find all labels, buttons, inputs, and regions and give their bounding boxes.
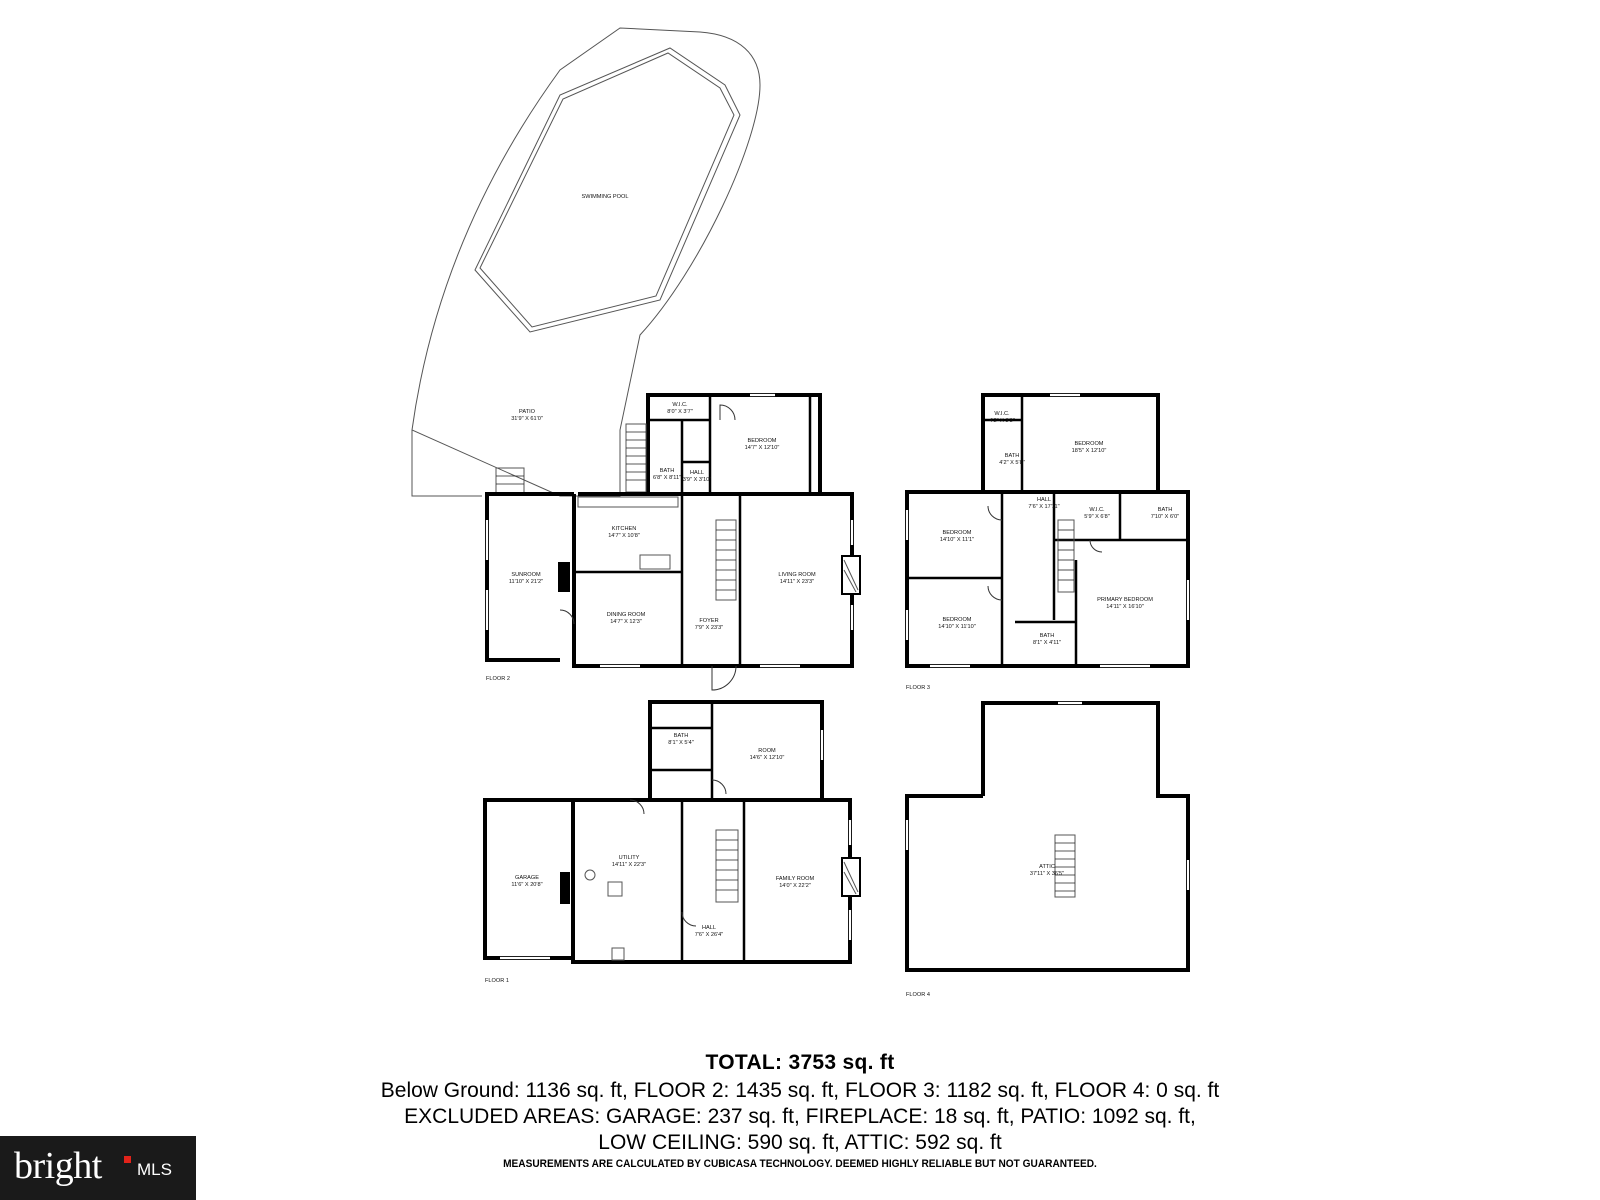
swimming-pool bbox=[474, 47, 741, 333]
room-name-garage: GARAGE bbox=[515, 875, 539, 881]
floor-label-3: FLOOR 3 bbox=[906, 685, 930, 691]
room-name-family-room: FAMILY ROOM bbox=[776, 876, 815, 882]
measurement-disclaimer: MEASUREMENTS ARE CALCULATED BY CUBICASA … bbox=[503, 1158, 1097, 1170]
room-name-sunroom: SUNROOM bbox=[511, 572, 541, 578]
room-dims-family-room: 14'0" X 22'2" bbox=[779, 883, 811, 889]
floor3-stairs bbox=[1057, 519, 1075, 593]
room-name-dining-room: DINING ROOM bbox=[607, 612, 646, 618]
excluded-areas-continued: LOW CEILING: 590 sq. ft, ATTIC: 592 sq. … bbox=[598, 1131, 1002, 1154]
room-name-swimming-pool: SWIMMING POOL bbox=[582, 194, 629, 200]
room-dims-sunroom: 11'10" X 21'2" bbox=[509, 579, 543, 585]
room-name-bedroom-f3b: BEDROOM bbox=[943, 530, 972, 536]
room-dims-bedroom-f3b: 14'10" X 11'1" bbox=[940, 537, 974, 543]
foyer-stairs bbox=[715, 519, 737, 601]
room-dims-bath-f3b: 7'10" X 6'0" bbox=[1151, 514, 1180, 520]
floor3-plan bbox=[905, 393, 1190, 668]
room-dims-dining-room: 14'7" X 12'3" bbox=[610, 619, 642, 625]
room-dims-bedroom-f3c: 14'10" X 11'10" bbox=[938, 624, 975, 630]
room-dims-patio: 31'9" X 61'0" bbox=[511, 416, 543, 422]
floor-label-2: FLOOR 2 bbox=[486, 676, 510, 682]
attic-stairs bbox=[1054, 834, 1076, 898]
floor2-plan bbox=[485, 393, 861, 691]
room-dims-kitchen: 14'7" X 10'8" bbox=[608, 533, 640, 539]
exterior-stairs bbox=[495, 423, 647, 495]
patio-area bbox=[411, 27, 761, 497]
total-area: TOTAL: 3753 sq. ft bbox=[705, 1051, 895, 1074]
floor-label-4: FLOOR 4 bbox=[906, 992, 930, 998]
room-name-room-f1: ROOM bbox=[758, 748, 776, 754]
room-name-utility: UTILITY bbox=[619, 855, 640, 861]
room-dims-hall-f1: 7'6" X 26'4" bbox=[695, 932, 724, 938]
room-name-bath-f3b: BATH bbox=[1158, 507, 1173, 513]
room-dims-room-f1: 14'6" X 12'10" bbox=[750, 755, 785, 761]
room-name-attic: ATTIC bbox=[1039, 864, 1055, 870]
floor1-plan bbox=[483, 700, 861, 964]
room-name-kitchen: KITCHEN bbox=[612, 526, 637, 532]
room-dims-living-room: 14'11" X 23'3" bbox=[780, 579, 814, 585]
room-dims-bath-f3a: 4'2" X 5'8" bbox=[999, 460, 1024, 466]
floor1-stairs bbox=[715, 829, 739, 903]
room-dims-garage: 11'6" X 20'8" bbox=[511, 882, 542, 888]
room-name-wic-f2: W.I.C. bbox=[672, 402, 688, 408]
room-dims-bedroom-f2: 14'7" X 12'10" bbox=[745, 445, 780, 451]
room-dims-bath-f3c: 8'1" X 4'11" bbox=[1033, 640, 1061, 646]
room-name-bath-f3c: BATH bbox=[1040, 633, 1055, 639]
room-dims-primary-bedroom: 14'11" X 16'10" bbox=[1106, 604, 1143, 610]
room-dims-wic-f3a: 4'2" X 3'3" bbox=[989, 418, 1014, 424]
room-dims-bedroom-f3a: 18'5" X 12'10" bbox=[1072, 448, 1107, 454]
room-name-primary-bedroom: PRIMARY BEDROOM bbox=[1097, 597, 1153, 603]
excluded-areas: EXCLUDED AREAS: GARAGE: 237 sq. ft, FIRE… bbox=[404, 1105, 1196, 1128]
room-name-bath-f1: BATH bbox=[674, 733, 689, 739]
room-name-wic-f3a: W.I.C. bbox=[994, 411, 1010, 417]
room-dims-bath-f1: 8'1" X 5'4" bbox=[668, 740, 693, 746]
room-name-bedroom-f2: BEDROOM bbox=[748, 438, 777, 444]
logo-accent-mark bbox=[124, 1156, 131, 1163]
room-name-hall-f1: HALL bbox=[702, 925, 716, 931]
logo-suffix: MLS bbox=[137, 1160, 172, 1179]
room-name-foyer: FOYER bbox=[699, 618, 718, 624]
room-dims-attic: 37'11" X 36'5" bbox=[1030, 871, 1064, 877]
room-dims-foyer: 7'9" X 23'3" bbox=[695, 625, 724, 631]
logo-brand: bright bbox=[14, 1145, 102, 1187]
room-name-bath-f3a: BATH bbox=[1005, 453, 1020, 459]
room-name-hall-f3: HALL bbox=[1037, 497, 1051, 503]
room-name-hall-f2: HALL bbox=[690, 470, 704, 476]
room-dims-hall-f2: 3'9" X 3'10" bbox=[683, 477, 712, 483]
room-name-bath-f2: BATH bbox=[660, 468, 675, 474]
room-dims-bath-f2: 6'8" X 8'11" bbox=[653, 475, 681, 481]
room-name-living-room: LIVING ROOM bbox=[778, 572, 816, 578]
bright-mls-logo: bright MLS bbox=[0, 1136, 196, 1200]
room-dims-hall-f3: 7'6" X 17'11" bbox=[1028, 504, 1059, 510]
room-name-patio: PATIO bbox=[519, 409, 536, 415]
area-breakdown: Below Ground: 1136 sq. ft, FLOOR 2: 1435… bbox=[380, 1079, 1220, 1102]
room-dims-wic-f3b: 5'9" X 6'8" bbox=[1084, 514, 1109, 520]
room-name-bedroom-f3c: BEDROOM bbox=[943, 617, 972, 623]
floor-label-1: FLOOR 1 bbox=[485, 978, 509, 984]
room-name-wic-f3b: W.I.C. bbox=[1089, 507, 1105, 513]
room-name-bedroom-f3a: BEDROOM bbox=[1075, 441, 1104, 447]
floor4-plan bbox=[905, 701, 1190, 972]
room-dims-wic-f2: 8'0" X 3'7" bbox=[667, 409, 692, 415]
room-dims-utility: 14'11" X 22'3" bbox=[612, 862, 646, 868]
